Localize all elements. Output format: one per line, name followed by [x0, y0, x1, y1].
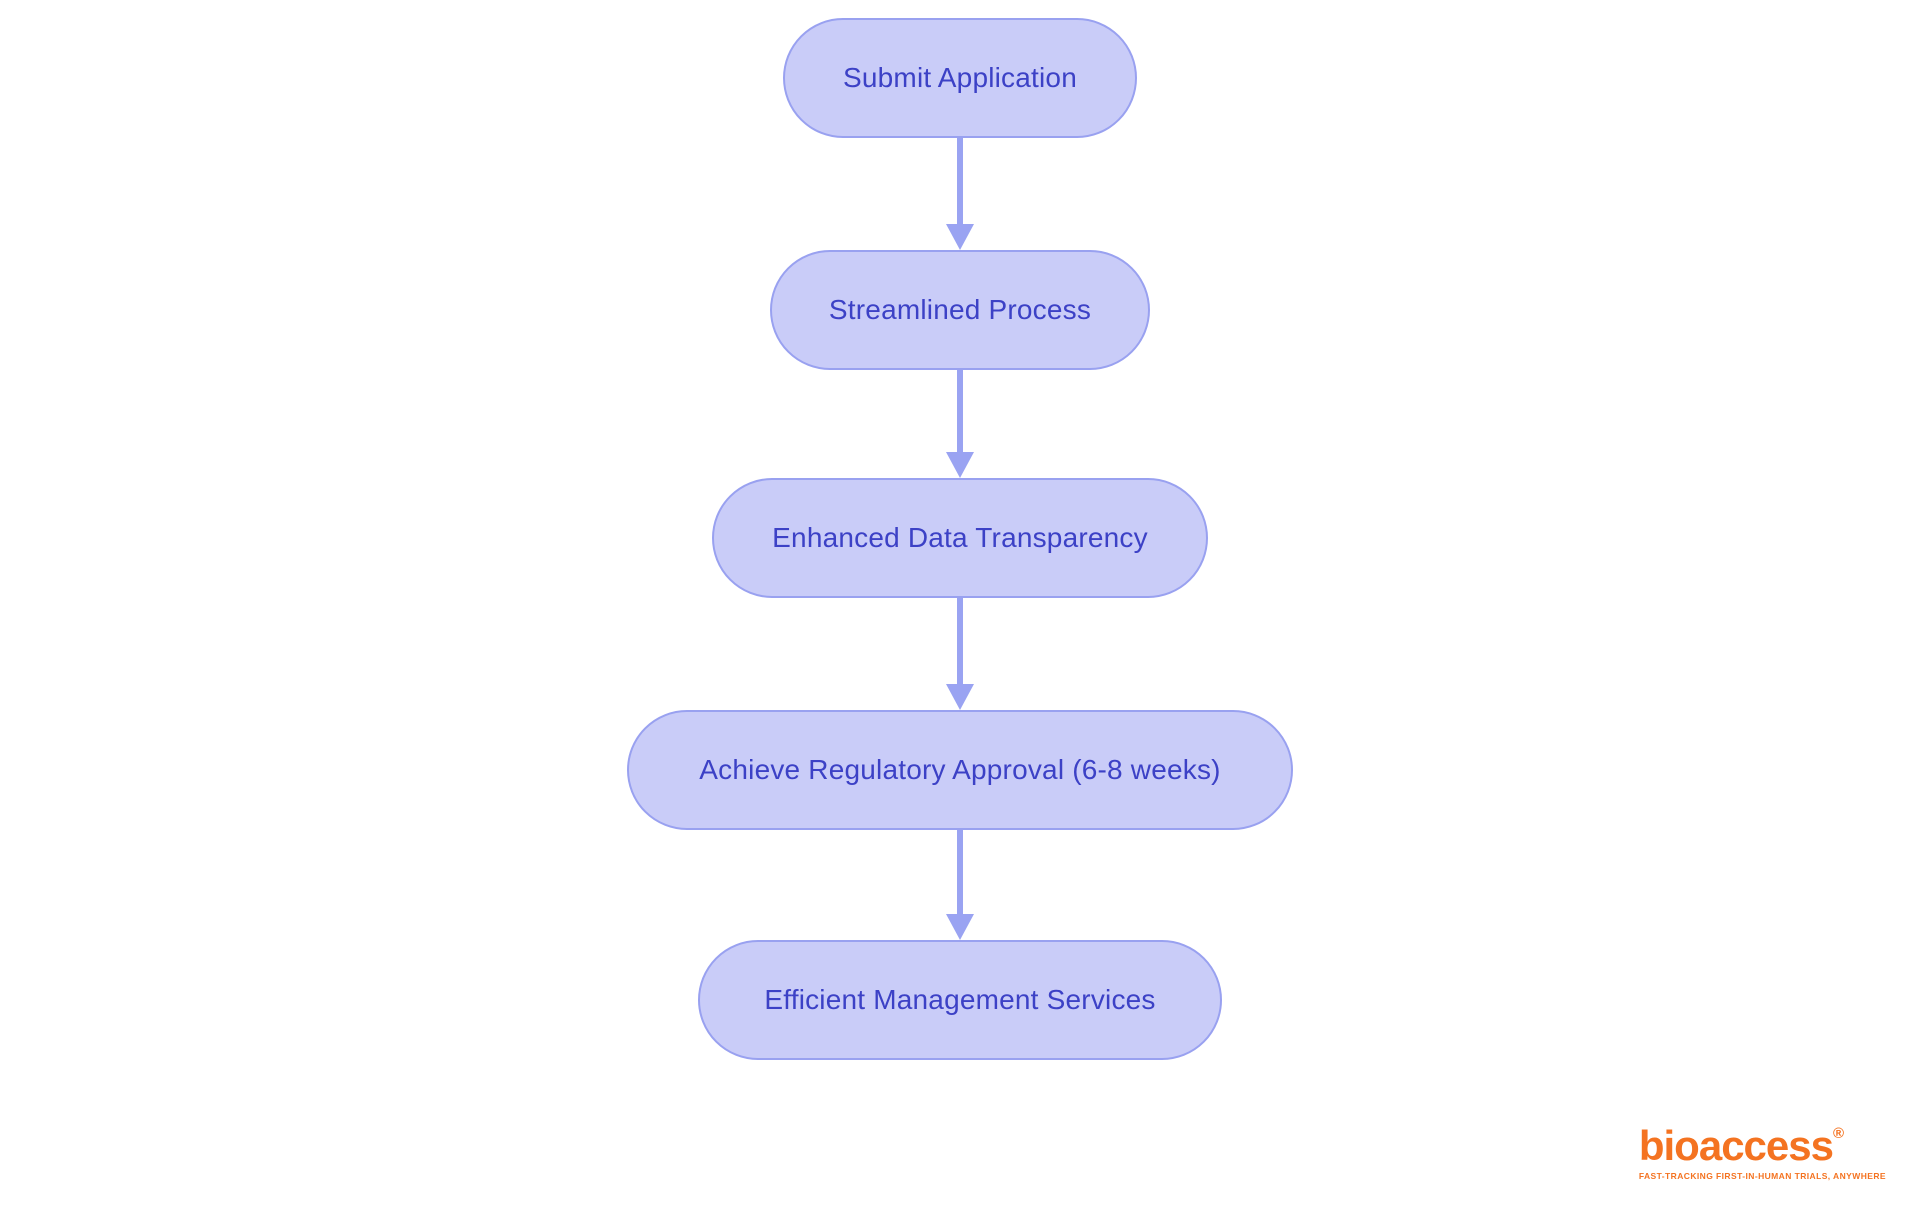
flow-node-streamlined-process: Streamlined Process — [770, 250, 1150, 370]
logo-tagline: FAST-TRACKING FIRST-IN-HUMAN TRIALS, ANY… — [1638, 1171, 1886, 1182]
flow-node-label: Enhanced Data Transparency — [772, 522, 1148, 553]
logo-wordmark: bioaccess® — [1638, 1122, 1886, 1169]
arrow-down-icon — [946, 830, 974, 940]
bioaccess-logo: bioaccess® FAST-TRACKING FIRST-IN-HUMAN … — [1638, 1122, 1886, 1182]
arrow-down-icon — [946, 598, 974, 710]
flow-node-label: Submit Application — [843, 62, 1077, 93]
flow-node-label: Efficient Management Services — [764, 984, 1156, 1015]
flow-node-label: Achieve Regulatory Approval (6-8 weeks) — [699, 754, 1221, 785]
flow-node-enhanced-data-transparency: Enhanced Data Transparency — [712, 478, 1208, 598]
registered-trademark-icon: ® — [1833, 1125, 1845, 1142]
arrow-down-icon — [946, 138, 974, 250]
flow-node-regulatory-approval: Achieve Regulatory Approval (6-8 weeks) — [627, 710, 1293, 830]
flow-node-submit-application: Submit Application — [783, 18, 1137, 138]
flow-node-efficient-management-services: Efficient Management Services — [698, 940, 1222, 1060]
flow-node-label: Streamlined Process — [828, 294, 1092, 325]
logo-text: bioaccess — [1638, 1122, 1834, 1169]
arrow-down-icon — [946, 370, 974, 478]
